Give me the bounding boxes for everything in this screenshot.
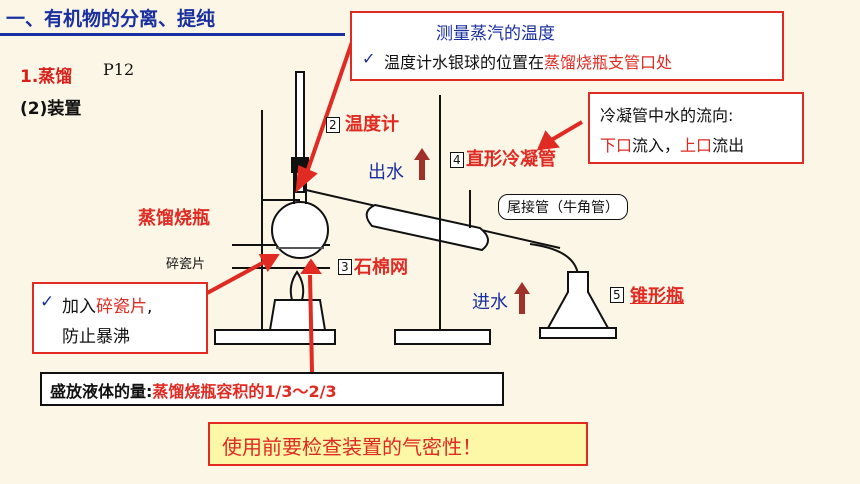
chips-check-icon: ✓ [40,292,55,312]
label-gauze-num: 3 [338,259,352,275]
label-water-in: 进水 [472,292,508,313]
thermometer-tube [295,71,305,193]
water-in-arrow [514,282,530,314]
note-line: 温度计水银球的位置在蒸馏烧瓶支管口处 [384,49,672,73]
pointer-condenser [546,120,584,144]
thermometer-position-note: 测量蒸汽的温度 ✓ 温度计水银球的位置在蒸馏烧瓶支管口处 [350,11,784,81]
label-water-out: 出水 [368,162,404,183]
label-adapter: 尾接管（牛角管） [498,194,628,220]
left-stand-base [214,329,336,345]
water-flow-out: 流出 [712,136,745,155]
water-lower-port: 下口 [600,136,633,155]
pointer-volume-head [300,258,322,274]
label-conical: 锥形瓶 [630,286,684,307]
conical-flask-shape [546,271,610,329]
label-condenser-num: 4 [450,152,464,168]
note-line-prefix: 温度计水银球的位置在 [384,53,545,72]
water-flow-line2: 下口流入，上口流出 [600,132,744,156]
water-flow-sep: ， [664,136,681,155]
volume-prefix: 盛放液体的量: [50,382,153,401]
page-title: 一、有机物的分离、提纯 [6,8,216,30]
pointer-volume [308,274,314,373]
label-thermometer-num: 2 [326,117,340,133]
right-stand-base [394,329,491,345]
volume-highlight: 蒸馏烧瓶容积的1/3～2/3 [152,382,337,401]
liquid-volume-note: 盛放液体的量:蒸馏烧瓶容积的1/3～2/3 [40,372,504,406]
distillation-flask-bulb [271,201,329,259]
conical-flask-stand [539,327,617,339]
alcohol-lamp [268,299,327,331]
flame [289,270,305,301]
section-sub-label: (2)装置 [20,99,82,119]
water-upper-port: 上口 [680,136,713,155]
section-page-ref: P12 [103,60,135,79]
chips-line2: 防止暴沸 [62,327,130,347]
water-flow-in: 流入 [632,136,665,155]
pointer-thermometer-head [295,165,318,193]
pointer-condenser-head [536,130,560,151]
water-flow-line1: 冷凝管中水的流向: [600,106,734,125]
label-condenser: 直形冷凝管 [466,149,556,170]
chips-comma: , [147,297,153,317]
label-gauze: 石棉网 [354,257,408,278]
volume-line: 盛放液体的量:蒸馏烧瓶容积的1/3～2/3 [50,378,337,402]
check-icon: ✓ [362,49,376,68]
adapter-tube [529,243,579,276]
pointer-chips [197,258,269,300]
airtight-note: 使用前要检查装置的气密性！ [208,422,588,466]
section-number: 1.蒸馏 [20,67,73,87]
chips-highlight: 碎瓷片 [96,297,147,317]
pointer-thermometer-bulb [303,41,354,179]
note-line-highlight: 蒸馏烧瓶支管口处 [544,53,673,72]
pointer-chips-head [258,254,280,272]
label-thermometer: 温度计 [345,114,399,135]
boiling-chips-note: ✓ 加入碎瓷片, 防止暴沸 [32,282,208,354]
title-underline [0,33,345,36]
water-flow-note: 冷凝管中水的流向: 下口流入，上口流出 [588,92,804,164]
note-title: 测量蒸汽的温度 [436,24,555,44]
label-chips-small: 碎瓷片 [166,257,206,272]
chips-add-text: 加入 [62,297,96,317]
label-conical-num: 5 [610,287,624,303]
airtight-text: 使用前要检查装置的气密性！ [222,435,482,459]
chips-line1: 加入碎瓷片, [62,292,152,317]
water-out-arrow [414,148,430,180]
condenser-jacket [365,203,489,252]
label-flask: 蒸馏烧瓶 [138,208,210,229]
